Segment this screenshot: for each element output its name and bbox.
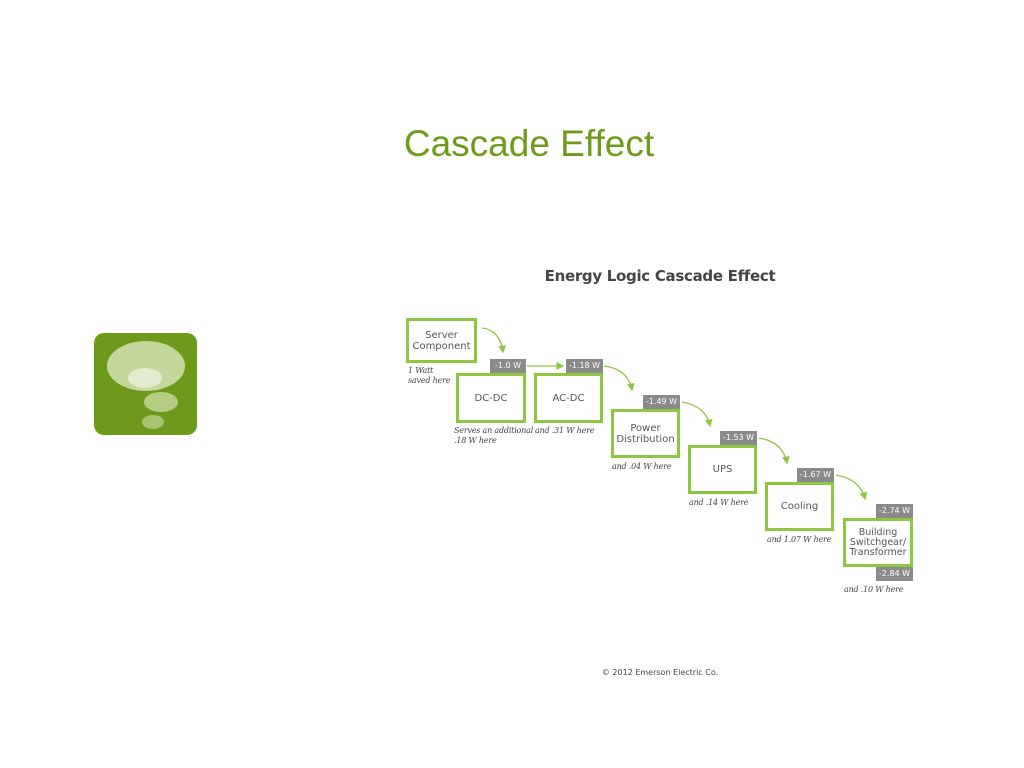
watt-tag: -1.0 W <box>490 359 526 373</box>
step-label: Building Switchgear/ Transformer <box>849 526 907 558</box>
watt-tag-bottom: -2.84 W <box>876 567 913 581</box>
step-building-switchgear-transformer: Building Switchgear/ Transformer <box>843 518 913 567</box>
step-note: 1 Watt saved here <box>408 366 451 385</box>
step-note: and .14 W here <box>689 498 749 507</box>
arrow-ups-to-cooling <box>758 437 790 465</box>
figure-title: Energy Logic Cascade Effect <box>544 267 776 285</box>
arrow-power-to-ups <box>681 401 713 428</box>
step-power-distribution: Power Distribution <box>611 409 680 458</box>
step-label: DC-DC <box>474 392 508 404</box>
copyright-notice: © 2012 Emerson Electric Co. <box>601 668 719 677</box>
watt-tag: -1.18 W <box>566 359 603 373</box>
arrow-server-to-dcdc <box>481 327 506 354</box>
step-label: UPS <box>712 464 733 475</box>
slide-title: Cascade Effect <box>403 123 655 164</box>
step-label: Cooling <box>780 501 819 512</box>
watt-tag: -1.53 W <box>720 431 757 445</box>
thought-bubble-icon <box>94 333 197 435</box>
step-label: Power Distribution <box>616 422 675 445</box>
step-note: and .04 W here <box>612 462 672 471</box>
step-note: Serves an additional .18 W here <box>454 426 534 445</box>
watt-tag: -1.67 W <box>797 468 834 482</box>
step-label: Server Component <box>412 329 471 352</box>
arrow-acdc-to-power <box>603 365 635 392</box>
step-ups: UPS <box>688 445 757 494</box>
step-note: and 1.07 W here <box>767 535 832 544</box>
step-dc-dc: DC-DC <box>456 373 526 423</box>
step-note: and .10 W here <box>844 585 904 594</box>
watt-tag: -1.49 W <box>643 395 680 409</box>
step-server-component: Server Component <box>406 318 477 363</box>
step-ac-dc: AC-DC <box>534 373 603 423</box>
arrow-cooling-to-building <box>835 474 868 501</box>
watt-tag: -2.74 W <box>876 504 913 518</box>
step-note: and .31 W here <box>535 426 595 435</box>
step-label: AC-DC <box>552 392 585 404</box>
step-cooling: Cooling <box>765 482 834 531</box>
